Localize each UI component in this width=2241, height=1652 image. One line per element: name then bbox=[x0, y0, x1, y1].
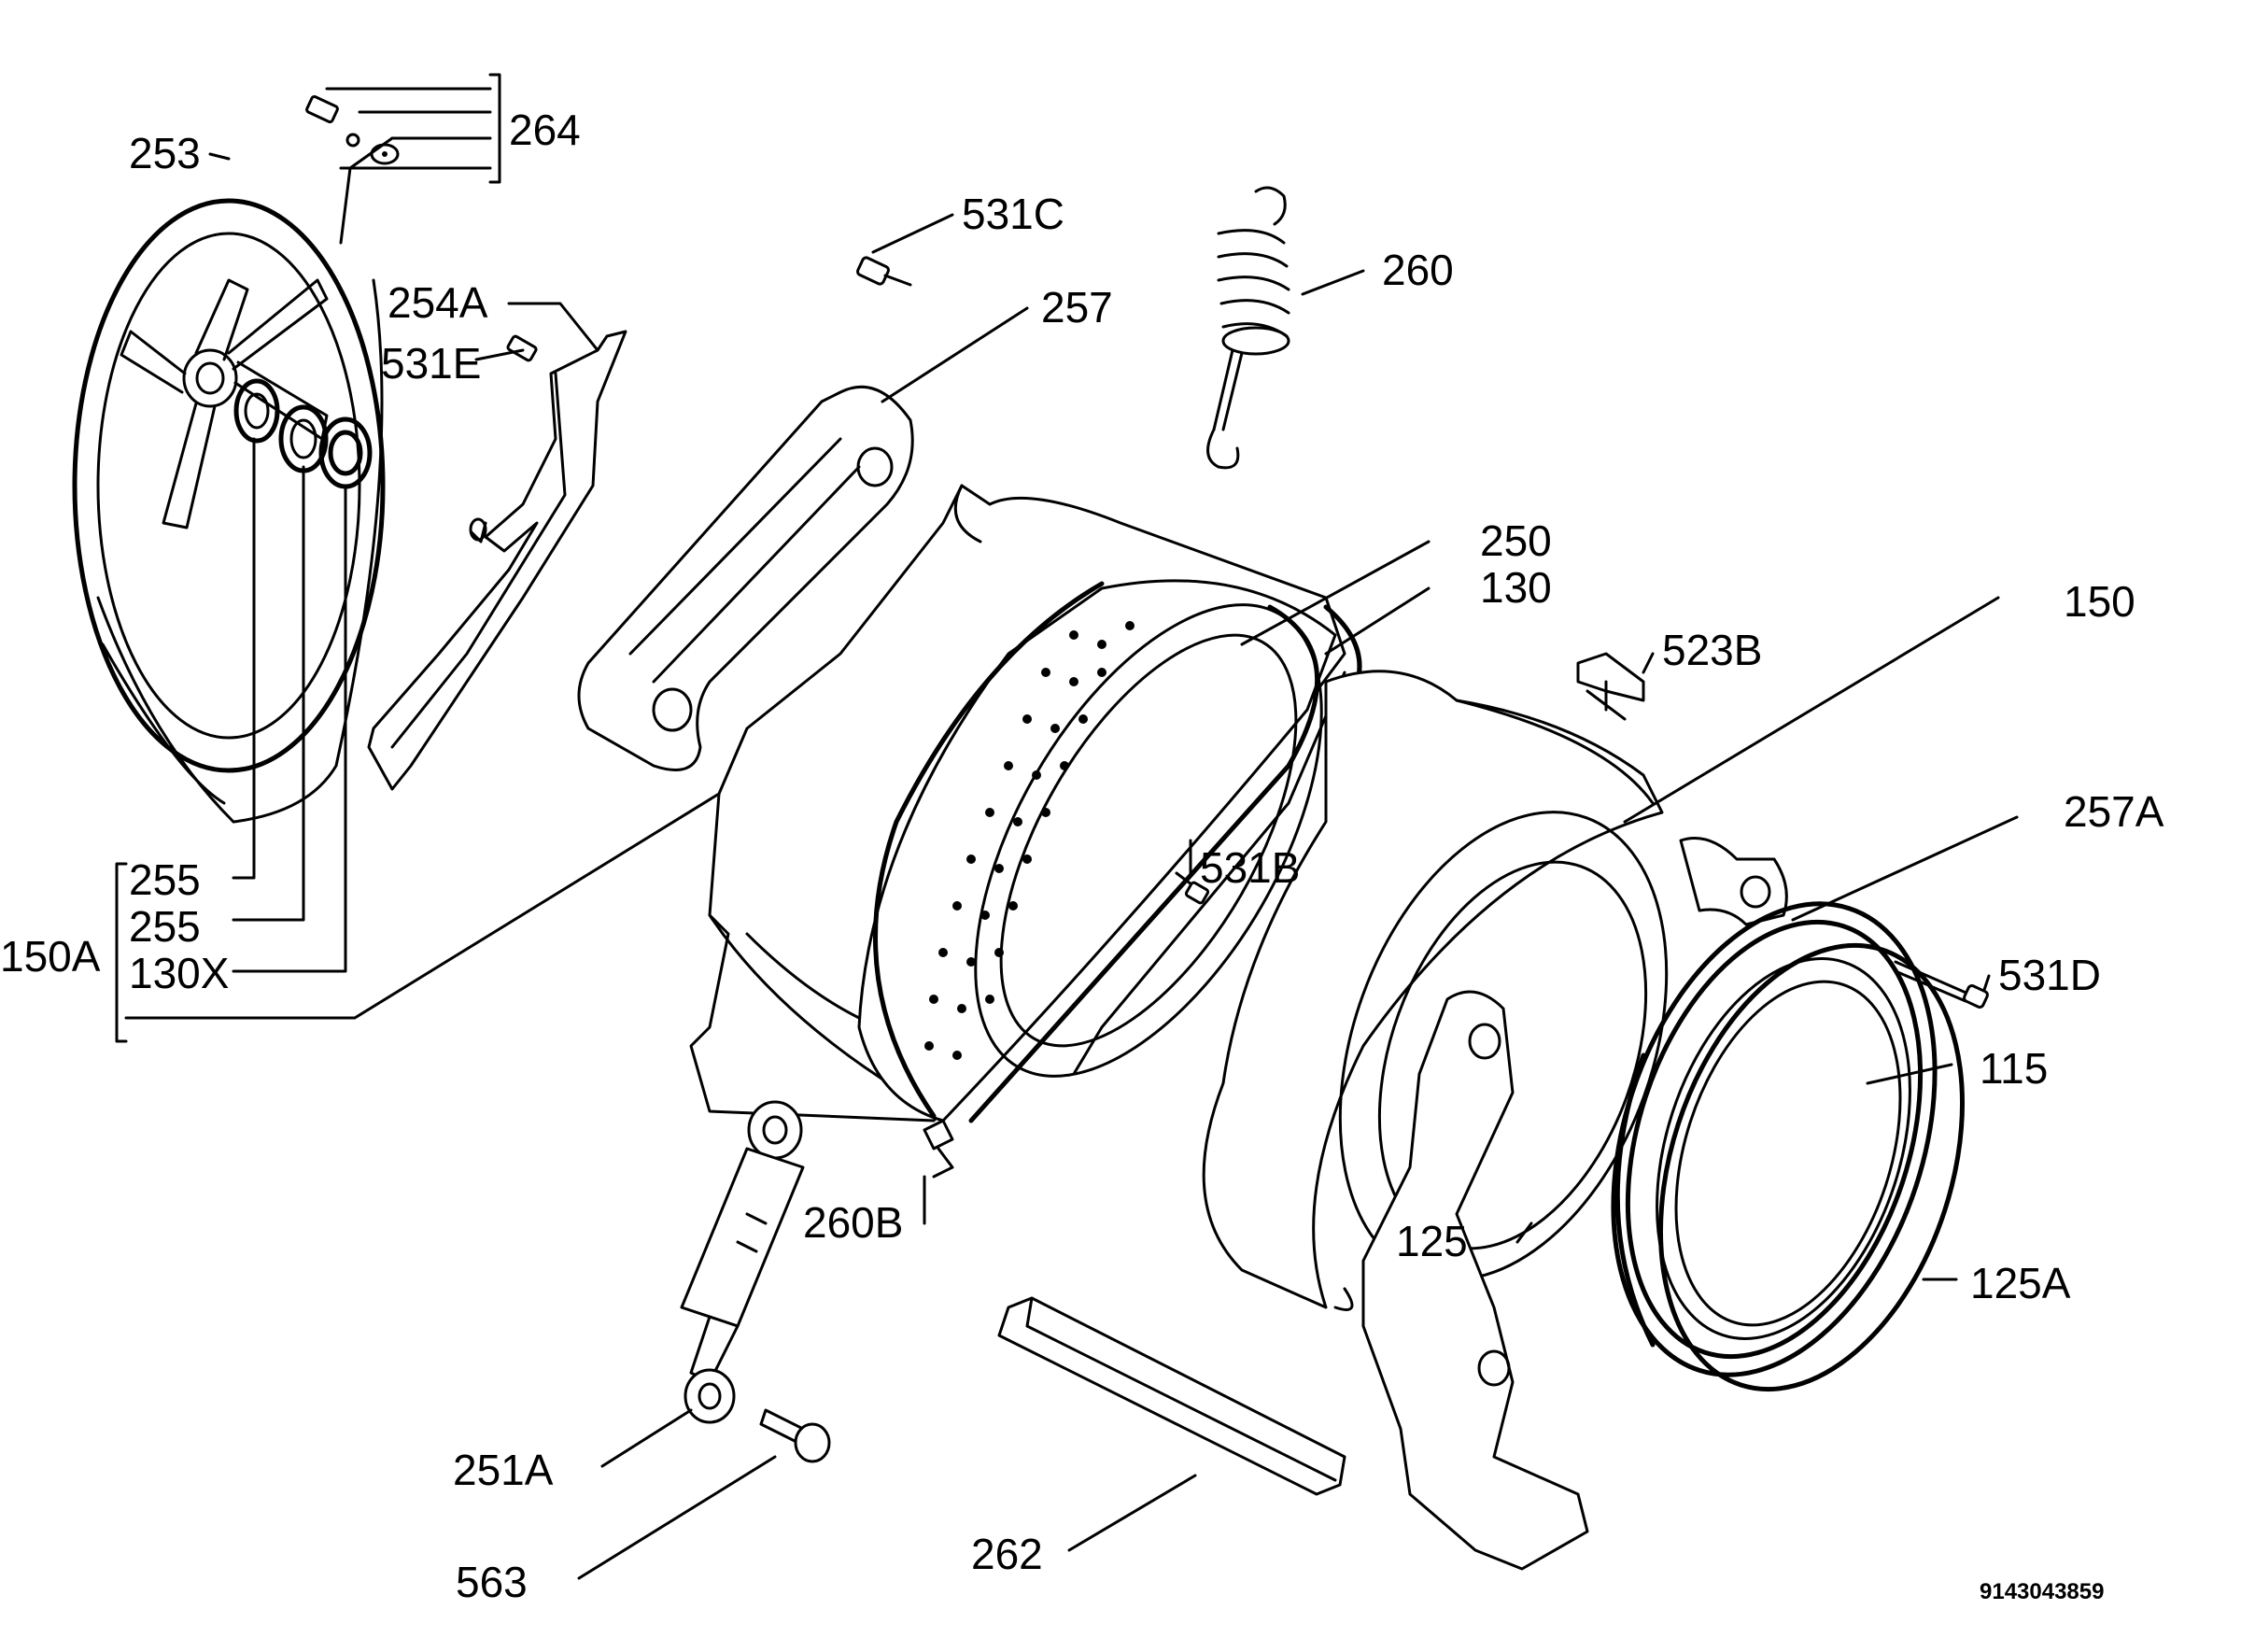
label-150a: 150A bbox=[0, 932, 101, 981]
label-115: 115 bbox=[1980, 1044, 2048, 1093]
drum-130 bbox=[857, 579, 1362, 1123]
screw-531d bbox=[1894, 960, 1989, 1009]
label-150: 150 bbox=[2064, 577, 2135, 626]
label-531b: 531B bbox=[1200, 843, 1300, 892]
label-531c: 531C bbox=[962, 190, 1064, 238]
shock-absorber-251a bbox=[680, 1100, 805, 1424]
drum-perforations bbox=[924, 621, 1135, 1060]
spring-260 bbox=[1206, 186, 1290, 470]
label-130: 130 bbox=[1480, 563, 1552, 612]
label-253: 253 bbox=[129, 129, 201, 177]
pulley-253 bbox=[72, 198, 386, 824]
bolt-563 bbox=[759, 1408, 831, 1463]
label-531e: 531E bbox=[381, 339, 481, 388]
label-531d: 531D bbox=[1998, 951, 2101, 999]
screw-531b bbox=[1175, 871, 1210, 905]
label-125: 125 bbox=[1396, 1217, 1468, 1265]
counterweight-257 bbox=[577, 385, 914, 771]
clip-260b bbox=[923, 1119, 954, 1179]
diagram-code: 9143043859 bbox=[1980, 1579, 2104, 1604]
clip-523b bbox=[1576, 652, 1645, 721]
label-563: 563 bbox=[456, 1558, 528, 1606]
label-250: 250 bbox=[1480, 516, 1552, 565]
screw-531c bbox=[855, 256, 912, 287]
label-251a: 251A bbox=[453, 1446, 554, 1494]
label-255-a: 255 bbox=[129, 855, 201, 904]
label-257: 257 bbox=[1041, 283, 1113, 332]
label-125a: 125A bbox=[1970, 1259, 2071, 1307]
label-257a: 257A bbox=[2064, 787, 2164, 836]
front-counterweight-257a bbox=[1361, 837, 1788, 1571]
label-262: 262 bbox=[971, 1530, 1043, 1578]
clamp-ring-125a bbox=[1657, 942, 1966, 1392]
inner-ring-125 bbox=[1614, 1052, 1656, 1348]
bracket-262 bbox=[997, 1296, 1346, 1496]
label-130x: 130X bbox=[129, 949, 229, 997]
tub-seal-ring bbox=[968, 604, 1346, 1123]
bracket-254a bbox=[367, 330, 627, 791]
screw-washer-264 bbox=[305, 94, 400, 165]
label-264: 264 bbox=[509, 106, 581, 154]
leader-lines bbox=[115, 73, 2019, 1580]
label-255-b: 255 bbox=[129, 902, 201, 951]
part-labels: 264 253 531C 260 254A 531E 257 250 130 1… bbox=[0, 106, 2164, 1606]
label-523b: 523B bbox=[1662, 626, 1762, 674]
label-260: 260 bbox=[1382, 246, 1454, 294]
label-260b: 260B bbox=[803, 1198, 903, 1247]
label-254a: 254A bbox=[388, 278, 488, 327]
